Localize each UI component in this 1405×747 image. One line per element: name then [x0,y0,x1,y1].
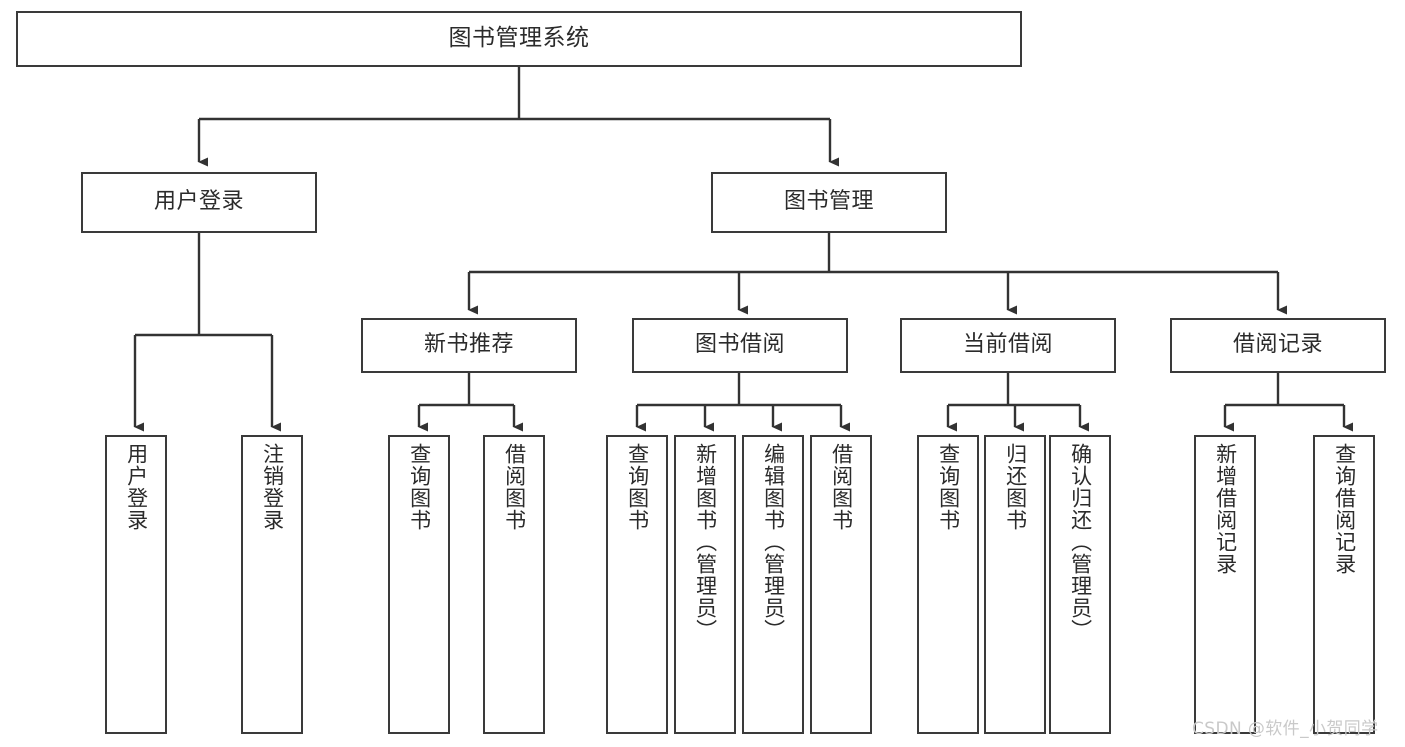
leaf-borrow-record-query-record[interactable]: 查询借阅记录 [1313,435,1375,734]
node-book-management[interactable]: 图书管理 [711,172,947,233]
leaf-user-login-login[interactable]: 用户登录 [105,435,167,734]
leaf-borrow-record-add-record[interactable]: 新增借阅记录 [1194,435,1256,734]
node-book-borrow-label: 图书借阅 [694,332,785,358]
leaf-book-borrow-add-book-admin[interactable]: 新增图书（管理员） [674,435,736,734]
leaf-book-borrow-borrow-book[interactable]: 借阅图书 [810,435,872,734]
node-current-borrow[interactable]: 当前借阅 [900,318,1116,373]
leaf-book-borrow-edit-book-admin[interactable]: 编辑图书（管理员） [742,435,804,734]
node-borrow-record-label: 借阅记录 [1232,332,1323,358]
leaf-label: 查询借阅记录 [1332,443,1357,575]
leaf-current-borrow-confirm-return-admin[interactable]: 确认归还（管理员） [1049,435,1111,734]
node-book-management-label: 图书管理 [783,189,874,215]
node-user-login[interactable]: 用户登录 [81,172,317,233]
node-user-login-label: 用户登录 [153,189,244,215]
leaf-label: 确认归还（管理员） [1068,443,1093,641]
leaf-label: 新增图书（管理员） [693,443,718,641]
leaf-label: 借阅图书 [502,443,527,531]
node-new-book-recommend[interactable]: 新书推荐 [361,318,577,373]
leaf-label: 归还图书 [1003,443,1028,531]
leaf-label: 查询图书 [407,443,432,531]
csdn-watermark: CSDN @软件_小贺同学 [1192,714,1379,739]
leaf-label: 查询图书 [625,443,650,531]
leaf-current-borrow-query-book[interactable]: 查询图书 [917,435,979,734]
leaf-new-book-borrow-book[interactable]: 借阅图书 [483,435,545,734]
leaf-label: 新增借阅记录 [1213,443,1238,575]
node-borrow-record[interactable]: 借阅记录 [1170,318,1386,373]
leaf-label: 编辑图书（管理员） [761,443,786,641]
csdn-watermark-text: CSDN @软件_小贺同学 [1192,719,1379,739]
leaf-label: 注销登录 [260,443,285,531]
node-book-borrow[interactable]: 图书借阅 [632,318,848,373]
leaf-user-login-logout[interactable]: 注销登录 [241,435,303,734]
leaf-current-borrow-return-book[interactable]: 归还图书 [984,435,1046,734]
node-root-label: 图书管理系统 [448,25,590,52]
leaf-book-borrow-query-book[interactable]: 查询图书 [606,435,668,734]
leaf-new-book-query-book[interactable]: 查询图书 [388,435,450,734]
node-root-book-management-system[interactable]: 图书管理系统 [16,11,1022,67]
node-new-book-recommend-label: 新书推荐 [423,332,514,358]
leaf-label: 查询图书 [936,443,961,531]
node-current-borrow-label: 当前借阅 [962,332,1053,358]
leaf-label: 借阅图书 [829,443,854,531]
leaf-label: 用户登录 [124,443,149,531]
